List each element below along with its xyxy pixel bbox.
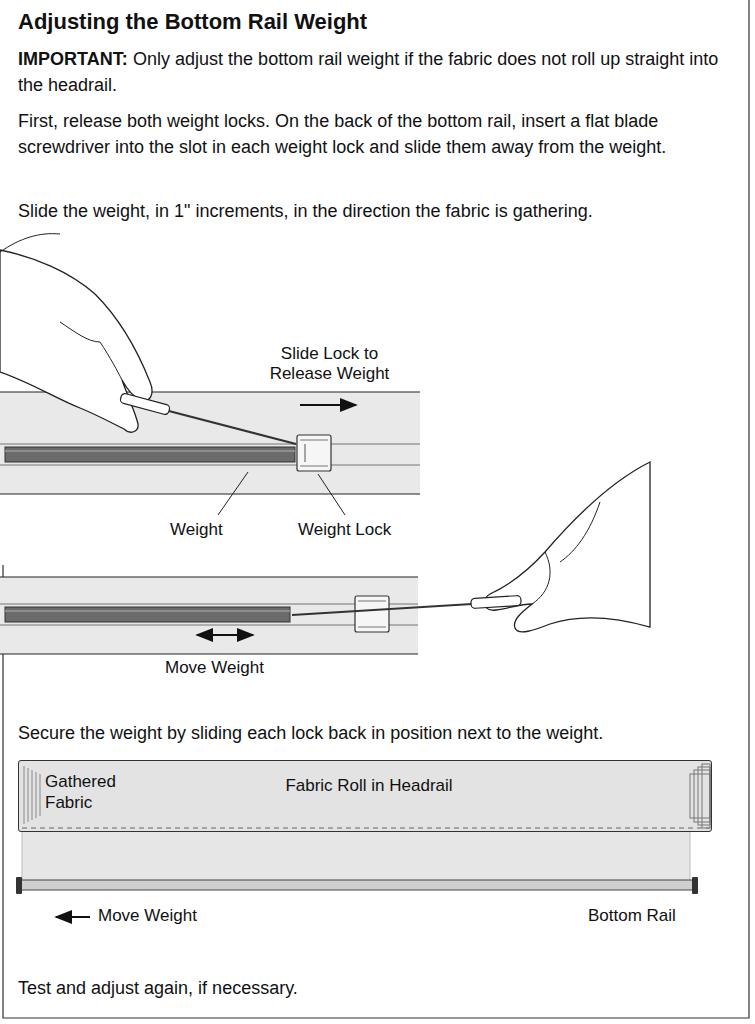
- arrow-label: Move Weight: [165, 658, 264, 678]
- arrow-label: Slide Lock to Release Weight: [262, 344, 397, 384]
- instruction-text: Test and adjust again, if necessary.: [18, 978, 298, 998]
- weight-lock-illustration: Slide Lock to Release WeightWeight Weight…: [0, 232, 755, 697]
- slide-arrow: [300, 404, 356, 406]
- hand-detail: [100, 342, 122, 380]
- panel-edge: [0, 493, 420, 494]
- gather-line: [24, 766, 25, 824]
- shade-fabric: [22, 832, 690, 882]
- screwdriver-shaft: [292, 604, 472, 615]
- paragraph: Test and adjust again, if necessary.: [18, 975, 736, 1001]
- lock-detail: [358, 627, 386, 628]
- bottom-rail: [20, 880, 694, 890]
- part-label: Weight: [170, 520, 223, 540]
- fabric-edge: [690, 832, 691, 882]
- rail-channel: [0, 444, 420, 445]
- weight-bar: [5, 607, 290, 622]
- gather-line: [32, 770, 33, 820]
- leader-line: [318, 474, 345, 515]
- paragraph: IMPORTANT:Only adjust the bottom rail we…: [18, 46, 736, 98]
- gather-line: [36, 772, 37, 818]
- lock-detail: [300, 440, 328, 441]
- weight-lock: [355, 596, 389, 632]
- hand-detail: [532, 552, 550, 604]
- lock-detail: [358, 601, 386, 602]
- headrail-illustration: Move Weight Bottom Rail Gathered Fabric Fab…: [0, 752, 755, 937]
- paragraph: Secure the weight by sliding each lock b…: [18, 720, 736, 746]
- rail-end-cap: [16, 877, 22, 894]
- instruction-text: Slide the weight, in 1" increments, in t…: [18, 201, 593, 221]
- panel-edge: [0, 576, 418, 577]
- gather-line: [28, 768, 29, 822]
- gathered-fabric-label: Gathered Fabric: [45, 771, 135, 813]
- screwdriver-handle: [471, 595, 522, 608]
- part-label: Bottom Rail: [588, 906, 676, 926]
- paragraph: First, release both weight locks. On the…: [18, 108, 736, 160]
- weight-highlight: [5, 610, 290, 612]
- headrail-box: Gathered Fabric Fabric Roll in Headrail: [18, 760, 712, 832]
- frame-border: [3, 0, 749, 1018]
- gathered-fabric-left: [24, 766, 40, 824]
- rail-end-cap: [692, 877, 698, 894]
- instruction-text: First, release both weight locks. On the…: [18, 111, 666, 157]
- fabric-roll-line: [22, 828, 710, 829]
- arrow-label: Move Weight: [98, 906, 197, 926]
- hand-detail: [60, 322, 100, 342]
- weight-lock: [297, 435, 331, 471]
- leader-line: [218, 472, 248, 515]
- rail-back-panel: [0, 392, 420, 494]
- gathered-fabric-right: [690, 764, 710, 828]
- notice-heading: IMPORTANT:: [18, 49, 128, 69]
- weight-bar: [5, 447, 295, 462]
- instruction-text: Secure the weight by sliding each lock b…: [18, 723, 603, 743]
- headrail-label: Fabric Roll in Headrail: [219, 775, 519, 796]
- sleeve-line: [0, 234, 60, 252]
- screwdriver-shaft: [165, 410, 296, 444]
- panel-edge: [0, 653, 418, 654]
- page-title: Adjusting the Bottom Rail Weight: [18, 8, 736, 36]
- rail-back-panel: [0, 577, 418, 654]
- gather-line: [40, 774, 41, 816]
- weight-highlight: [5, 450, 295, 452]
- headrail-fill: [18, 760, 712, 832]
- move-arrow: [197, 634, 253, 636]
- lock-slot: [305, 444, 306, 462]
- lock-detail: [300, 466, 328, 467]
- gather-fold: [702, 764, 710, 828]
- fabric-edge: [22, 832, 23, 882]
- screwdriver-handle: [120, 393, 171, 416]
- part-label: Weight Lock: [298, 520, 391, 540]
- hand-detail: [560, 502, 600, 562]
- rail-channel: [0, 465, 420, 466]
- gather-fold: [698, 767, 710, 825]
- gather-fold: [690, 774, 710, 818]
- weight-lock-drawing: [0, 232, 755, 697]
- move-arrow: [56, 916, 90, 918]
- paragraph: Slide the weight, in 1" increments, in t…: [18, 198, 736, 224]
